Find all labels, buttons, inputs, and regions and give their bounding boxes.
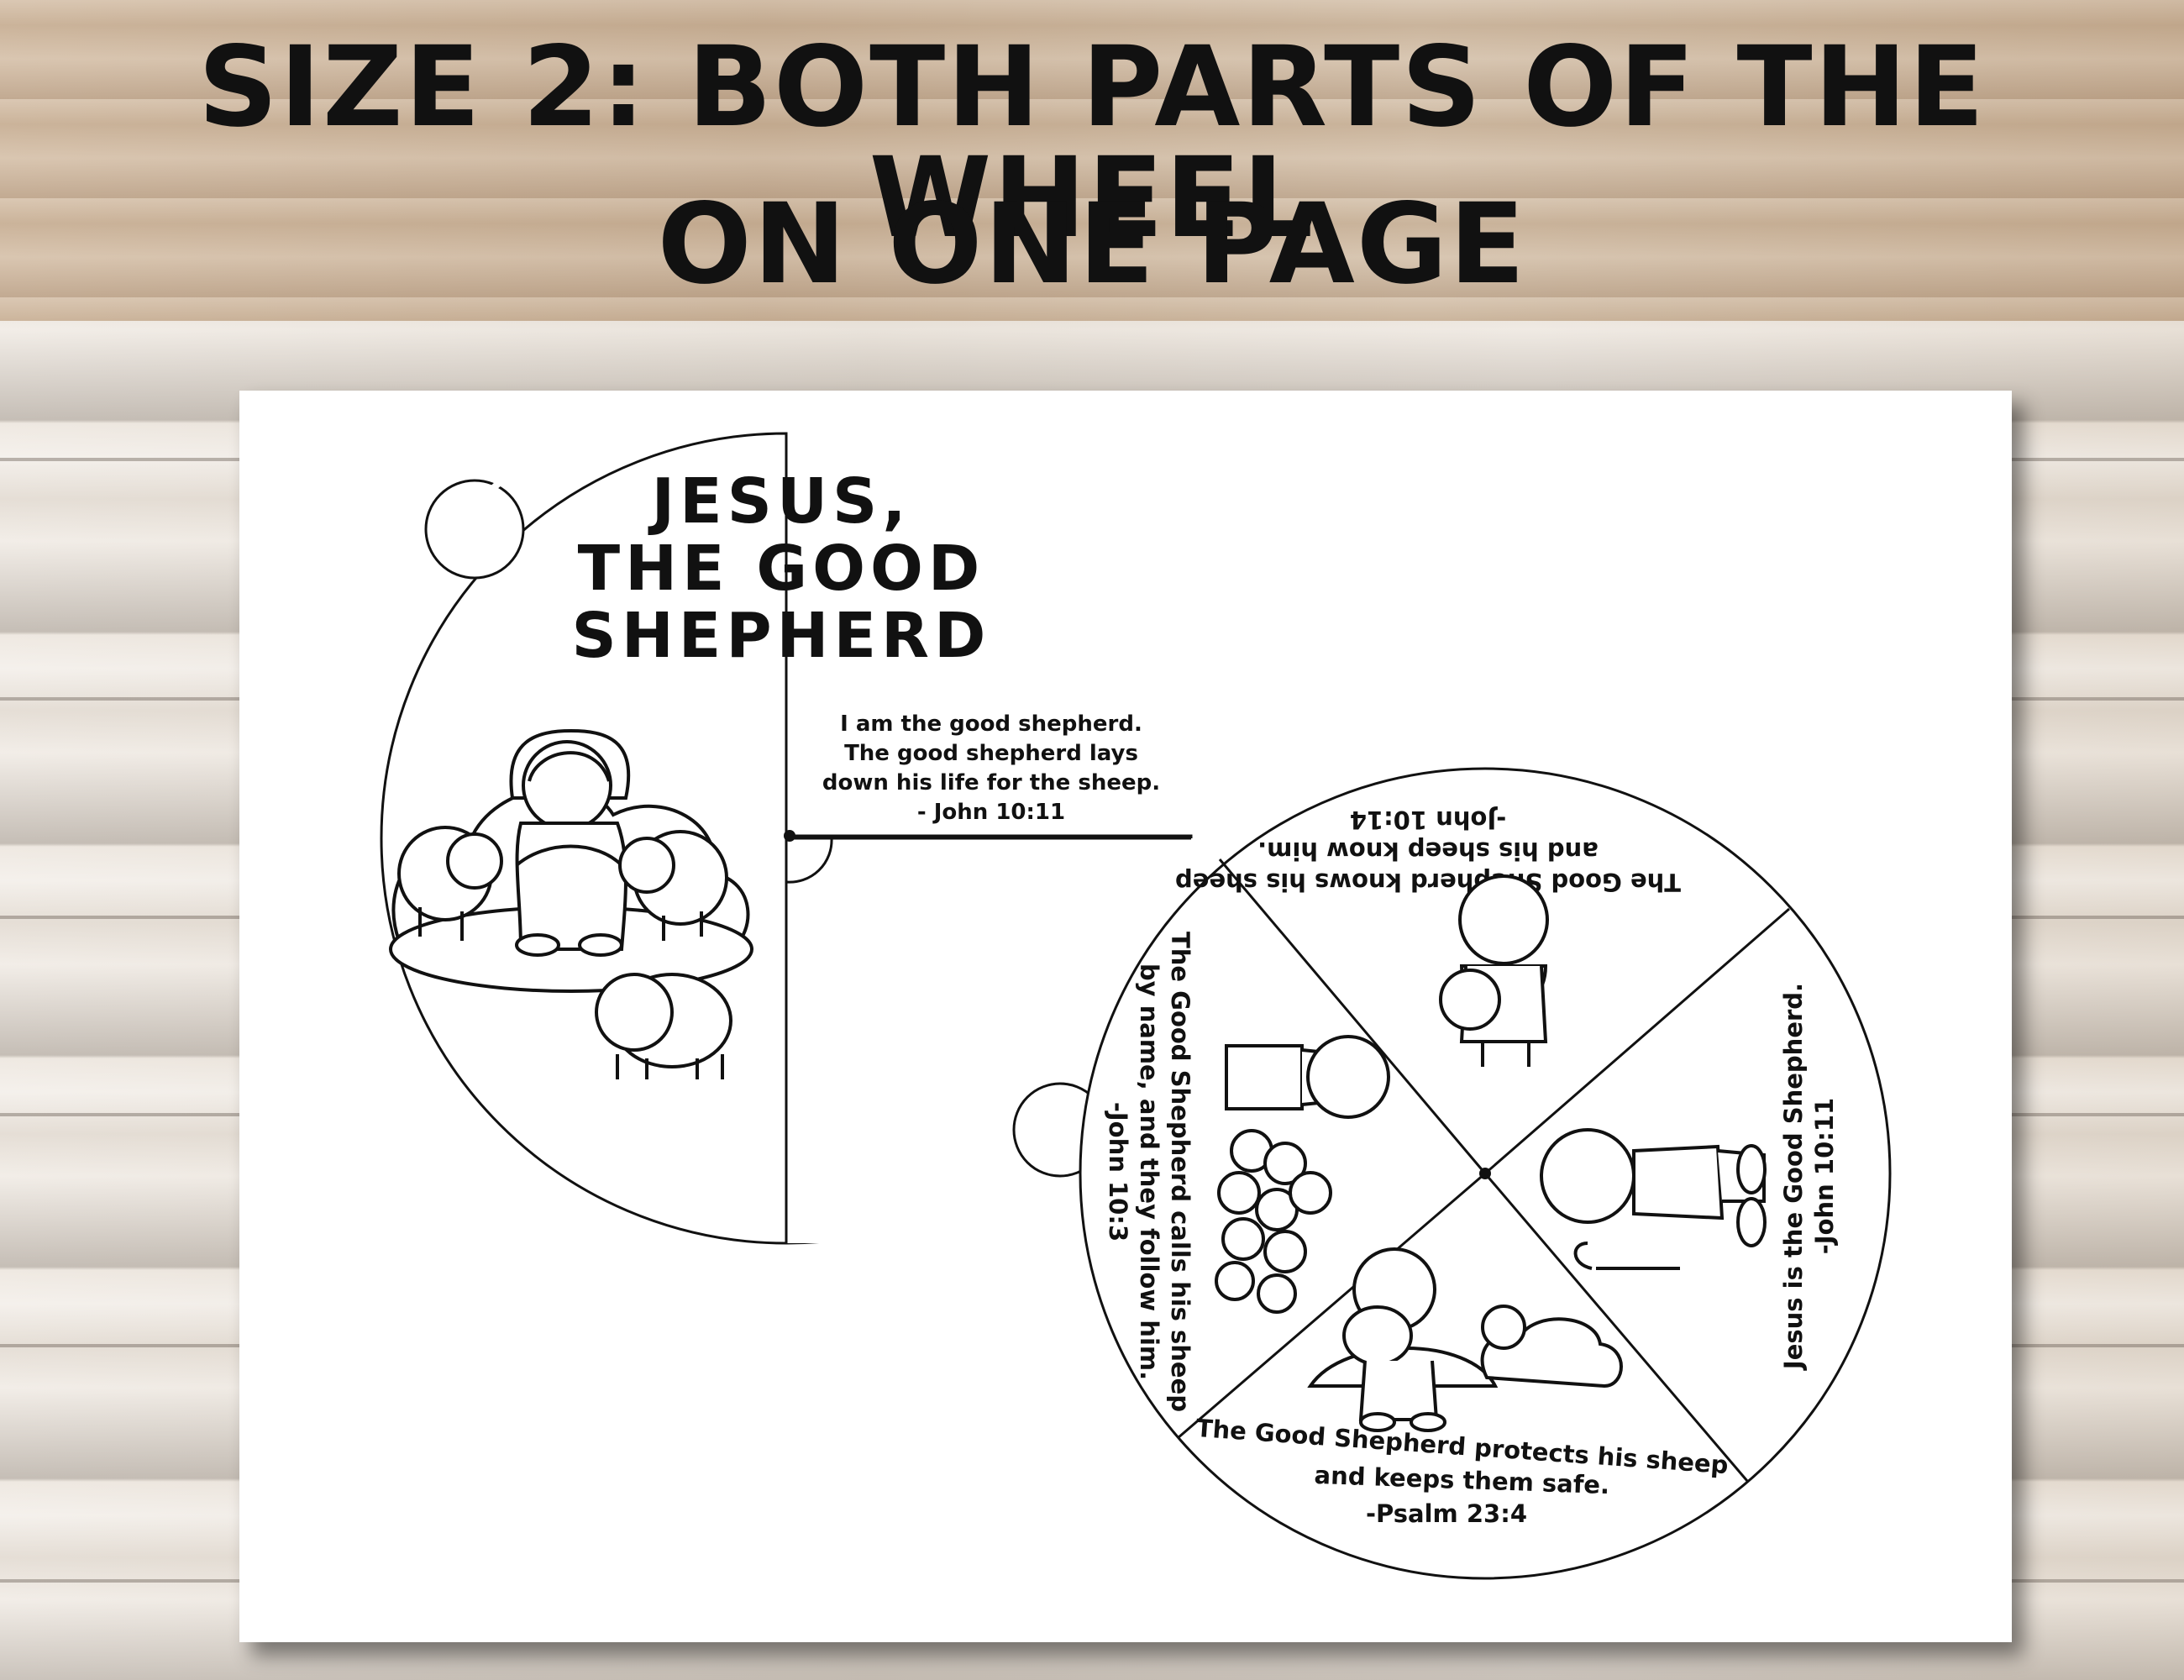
shepherd-leading-flock-illustration <box>1215 1035 1390 1314</box>
section-2-line-1: Jesus is the Good Shepherd. <box>1779 983 1808 1371</box>
section-4-reference: -John 10:3 <box>1104 1102 1132 1242</box>
verse-line-1: I am the good shepherd. <box>840 711 1142 737</box>
center-tab <box>785 837 833 884</box>
shepherd-with-staff-illustration <box>1540 1128 1767 1270</box>
top-wheel-tab <box>424 479 525 580</box>
section-1-line-2: and his sheep know him. <box>1257 837 1599 865</box>
section-3-reference: -Psalm 23:4 <box>1366 1499 1527 1528</box>
top-wheel: JESUS, THE GOOD SHEPHERD I am the good s… <box>380 432 1193 1245</box>
banner-title-line-2: ON ONE PAGE <box>657 180 1527 309</box>
shepherd-carrying-lamb-illustration <box>1307 1247 1623 1432</box>
section-jesus-good-shepherd: Jesus is the Good Shepherd. -John 10:11 <box>1779 983 1839 1371</box>
section-calls-his-sheep: The Good Shepherd calls his sheep by nam… <box>1104 932 1194 1412</box>
shepherd-with-sheep-illustration <box>389 728 753 1079</box>
bottom-center-pin-dot <box>1479 1168 1491 1179</box>
shepherd-holding-lamb-illustration <box>1439 874 1549 1067</box>
wheel-title-line-3: SHEPHERD <box>572 600 991 672</box>
bottom-wheel: The Good Shepherd knows his sheep and hi… <box>1012 767 1892 1580</box>
section-1-reference: -John 10:14 <box>1350 806 1506 834</box>
section-2-reference: -John 10:11 <box>1810 1098 1839 1254</box>
section-knows-his-sheep: The Good Shepherd knows his sheep and hi… <box>1175 806 1681 896</box>
section-4-line-2: by name, and they follow him. <box>1135 963 1163 1380</box>
section-4-line-1: The Good Shepherd calls his sheep <box>1166 932 1194 1412</box>
verse-line-2: The good shepherd lays <box>844 741 1138 766</box>
verse-reference: - John 10:11 <box>917 800 1065 825</box>
verse-line-3: down his life for the sheep. <box>822 770 1160 795</box>
header-banner: SIZE 2: BOTH PARTS OF THE WHEEL ON ONE P… <box>0 0 2184 321</box>
wheel-title-line-1: JESUS, <box>648 465 911 538</box>
center-pin-dot <box>784 830 795 842</box>
banner-title-line-1: SIZE 2: BOTH PARTS OF THE WHEEL <box>197 23 1987 263</box>
section-1-line-1: The Good Shepherd knows his sheep <box>1175 868 1681 896</box>
wheel-title-line-2: THE GOOD <box>578 533 985 605</box>
